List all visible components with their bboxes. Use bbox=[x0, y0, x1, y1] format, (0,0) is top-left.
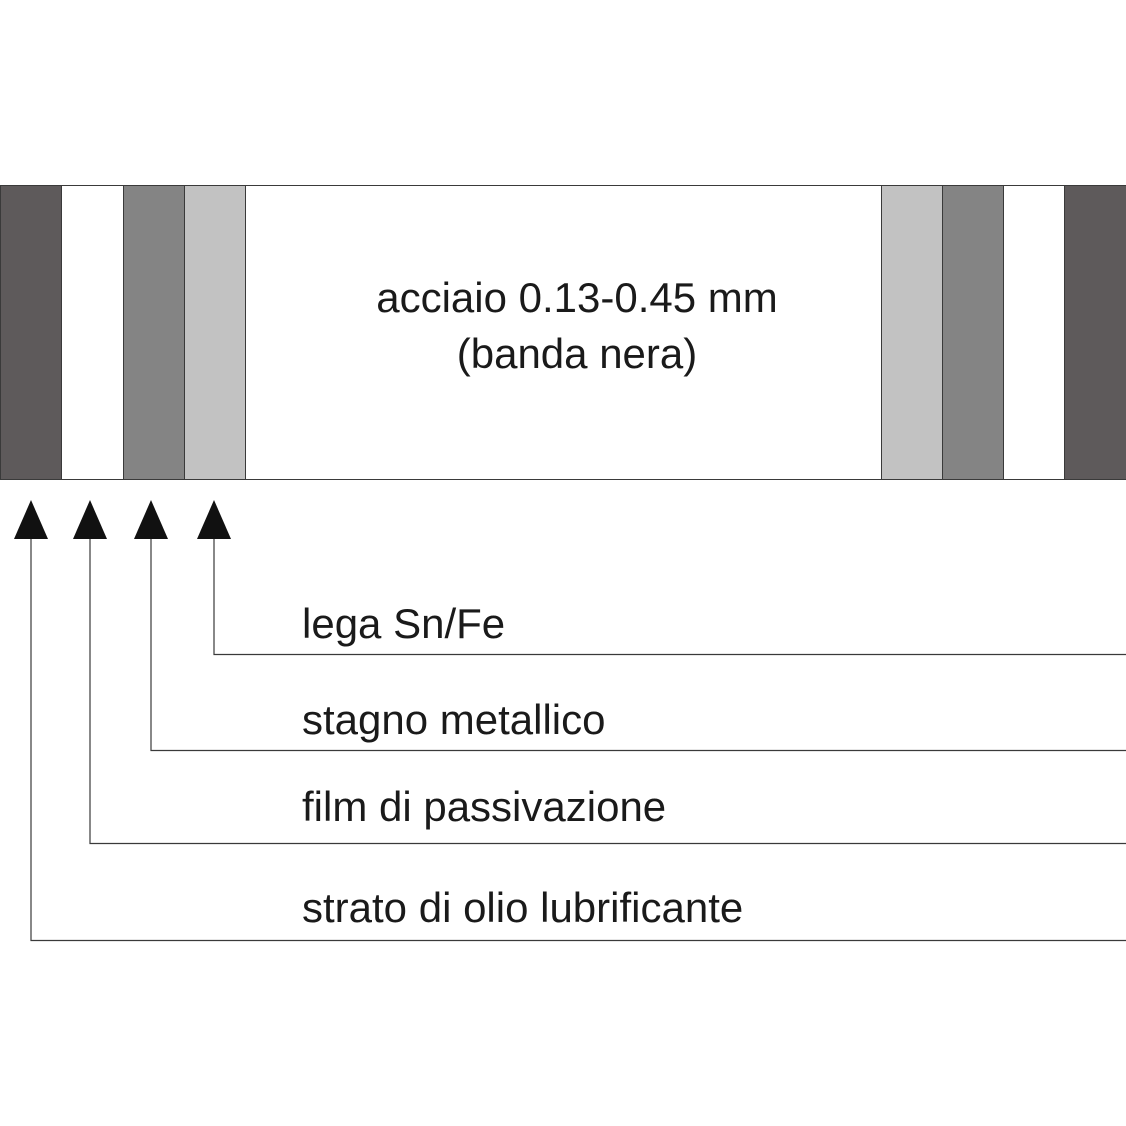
layer-band-left-tin bbox=[123, 185, 185, 480]
layer-band-right-tin bbox=[942, 185, 1004, 480]
steel-core-band bbox=[245, 185, 882, 480]
label-strato-di-olio: strato di olio lubrificante bbox=[302, 884, 743, 931]
arrow-alloy-icon bbox=[197, 500, 231, 539]
arrow-passivation-icon bbox=[73, 500, 107, 539]
label-film-di-passivazione: film di passivazione bbox=[302, 783, 666, 830]
layer-band-right-passivation bbox=[1003, 185, 1065, 480]
leader-line-oil bbox=[30, 539, 1126, 942]
layer-band-right-alloy bbox=[881, 185, 943, 480]
steel-label-line1: acciaio 0.13-0.45 mm bbox=[376, 274, 778, 321]
arrow-tin-icon bbox=[134, 500, 168, 539]
layer-band-left-oil bbox=[0, 185, 62, 480]
layer-band-left-passivation bbox=[61, 185, 124, 480]
leader-line-tin bbox=[150, 539, 1126, 752]
label-stagno-metallico: stagno metallico bbox=[302, 696, 606, 743]
arrow-oil-icon bbox=[14, 500, 48, 539]
leader-line-passivation bbox=[89, 539, 1126, 845]
leader-line-alloy bbox=[213, 539, 1126, 656]
label-lega-sn-fe: lega Sn/Fe bbox=[302, 600, 505, 647]
steel-label-line2: (banda nera) bbox=[457, 330, 698, 377]
layer-band-left-alloy bbox=[184, 185, 246, 480]
layer-band-right-oil bbox=[1064, 185, 1126, 480]
